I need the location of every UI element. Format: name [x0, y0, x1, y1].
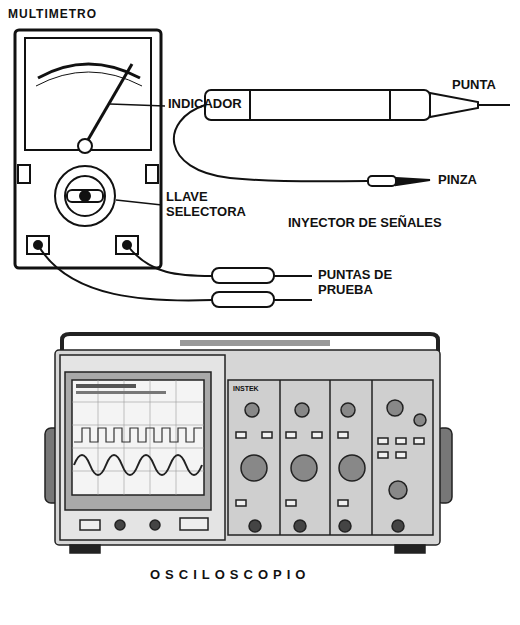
multimeter [15, 30, 312, 307]
figure-title: INYECTOR DE SEÑALES [288, 216, 442, 231]
figure-title: OSCILOSCOPIO [150, 568, 310, 583]
brand-name: INSTEK [233, 385, 259, 393]
part-name: PUNTAS DE PRUEBA [318, 268, 408, 298]
part-name: PUNTA [452, 78, 496, 93]
oscilloscope [45, 334, 452, 553]
part-name: PINZA [438, 173, 477, 188]
part-name: LLAVE SELECTORA [166, 190, 266, 220]
part-name: INDICADOR [168, 97, 242, 112]
figure-title: MULTIMETRO [8, 8, 97, 22]
